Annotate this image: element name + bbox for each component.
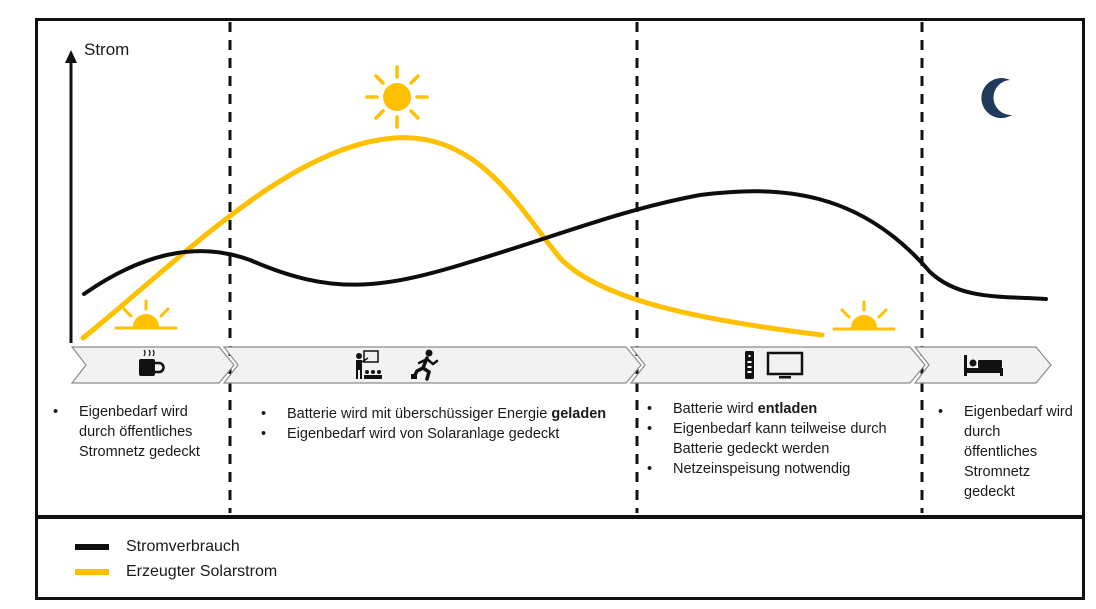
sun-icon (365, 65, 429, 129)
phase-separators (228, 22, 924, 513)
phase-1-bullet-1: • Eigenbedarf wird durch öffentliches St… (53, 404, 200, 460)
phase-3-text: • Batterie wird entladen • Eigenbedarf k… (647, 399, 923, 479)
diagram-frame (35, 18, 1085, 600)
legend-swatch-consumption (75, 544, 109, 550)
moon-icon (981, 78, 1012, 119)
bed-icon (964, 355, 1003, 376)
legend-item-consumption: Stromverbrauch (75, 538, 240, 556)
sunset-icon (832, 300, 896, 331)
phase-3-bullet-2: • Eigenbedarf kann teilweise durch Batte… (647, 421, 887, 457)
y-axis-label: Strom (84, 40, 130, 59)
phase-4-text: • Eigenbedarf wird durch öffentliches St… (938, 402, 1074, 502)
tv-icon (766, 351, 804, 379)
y-axis (65, 50, 77, 343)
phase-3-bullet-3: • Netzeinspeisung notwendig (647, 461, 851, 477)
phase-arrows (70, 346, 1052, 384)
phase-1-text: • Eigenbedarf wird durch öffentliches St… (53, 402, 219, 462)
sunrise-icon (114, 299, 178, 330)
running-person-icon (411, 349, 439, 381)
phase-2-bullet-2: • Eigenbedarf wird von Solaranlage gedec… (261, 426, 560, 442)
legend-divider (35, 515, 1085, 519)
consumption-curve (82, 189, 1048, 301)
phase-2-text: • Batterie wird mit überschüssiger Energ… (261, 404, 607, 444)
phase-3-bullet-1: • Batterie wird entladen (647, 401, 818, 417)
phase-2-bullet-1: • Batterie wird mit überschüssiger Energ… (261, 406, 607, 422)
remote-icon (745, 351, 754, 379)
phase-4-bullet-1: • Eigenbedarf wird durch öffentliches St… (938, 404, 1073, 500)
legend-swatch-solar (75, 569, 109, 575)
coffee-cup-icon (139, 349, 165, 376)
presentation-icon (356, 350, 382, 379)
solar-curve (80, 135, 825, 341)
legend-item-solar: Erzeugter Solarstrom (75, 563, 277, 581)
phase-arrow-3 (629, 346, 926, 384)
